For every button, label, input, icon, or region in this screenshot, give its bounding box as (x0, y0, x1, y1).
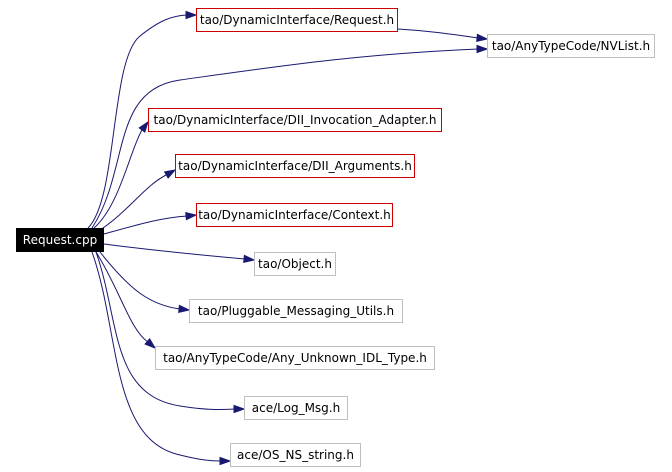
edge-request-h-to-nvlist-h-arrowhead (476, 33, 489, 43)
edge-layer (87, 14, 479, 462)
node-request-cpp[interactable]: Request.cpp (16, 228, 104, 252)
edge-root-to-nvlist-h-arrowhead (476, 44, 489, 54)
edge-root-to-object-h (103, 243, 246, 260)
node-object-h[interactable]: tao/Object.h (254, 252, 336, 276)
edge-root-to-request-h-arrowhead (185, 10, 198, 20)
node-pluggable-messaging-utils-h[interactable]: tao/Pluggable_Messaging_Utils.h (189, 299, 403, 323)
edge-root-to-context-h (103, 215, 188, 235)
edge-root-to-request-h (87, 14, 187, 229)
edge-root-to-log-msg-h (95, 251, 236, 411)
edge-root-to-nvlist-h (91, 48, 479, 229)
edge-root-to-dii-arguments-h-arrowhead (163, 169, 177, 179)
edge-root-to-dii-invocation-adapter-h-arrowhead (138, 120, 149, 133)
edge-root-to-os-ns-string-h-arrowhead (219, 456, 232, 466)
node-os-ns-string-h[interactable]: ace/OS_NS_string.h (230, 443, 361, 467)
node-nvlist-h[interactable]: tao/AnyTypeCode/NVList.h (487, 34, 655, 58)
edge-root-to-log-msg-h-arrowhead (233, 404, 246, 414)
node-request-h[interactable]: tao/DynamicInterface/Request.h (196, 8, 398, 32)
edge-root-to-object-h-arrowhead (243, 254, 256, 264)
edge-root-to-pluggable-messaging-utils-h-arrowhead (178, 304, 191, 314)
edge-root-to-any-unknown-idl-type-h (95, 251, 149, 343)
node-context-h[interactable]: tao/DynamicInterface/Context.h (196, 203, 393, 227)
edge-root-to-dii-invocation-adapter-h (93, 129, 143, 229)
edge-request-h-to-nvlist-h (397, 28, 479, 39)
node-log-msg-h[interactable]: ace/Log_Msg.h (244, 396, 348, 420)
edge-root-to-pluggable-messaging-utils-h (99, 251, 181, 310)
node-any-unknown-idl-type-h[interactable]: tao/AnyTypeCode/Any_Unknown_IDL_Type.h (155, 346, 435, 370)
edge-root-to-dii-arguments-h (99, 173, 169, 231)
edge-root-to-context-h-arrowhead (185, 211, 198, 221)
node-dii-invocation-adapter-h[interactable]: tao/DynamicInterface/DII_Invocation_Adap… (148, 108, 442, 132)
node-dii-arguments-h[interactable]: tao/DynamicInterface/DII_Arguments.h (175, 154, 415, 178)
edge-root-to-any-unknown-idl-type-h-arrowhead (144, 337, 157, 349)
arrowhead-layer (138, 10, 489, 466)
edge-root-to-os-ns-string-h (91, 251, 222, 462)
